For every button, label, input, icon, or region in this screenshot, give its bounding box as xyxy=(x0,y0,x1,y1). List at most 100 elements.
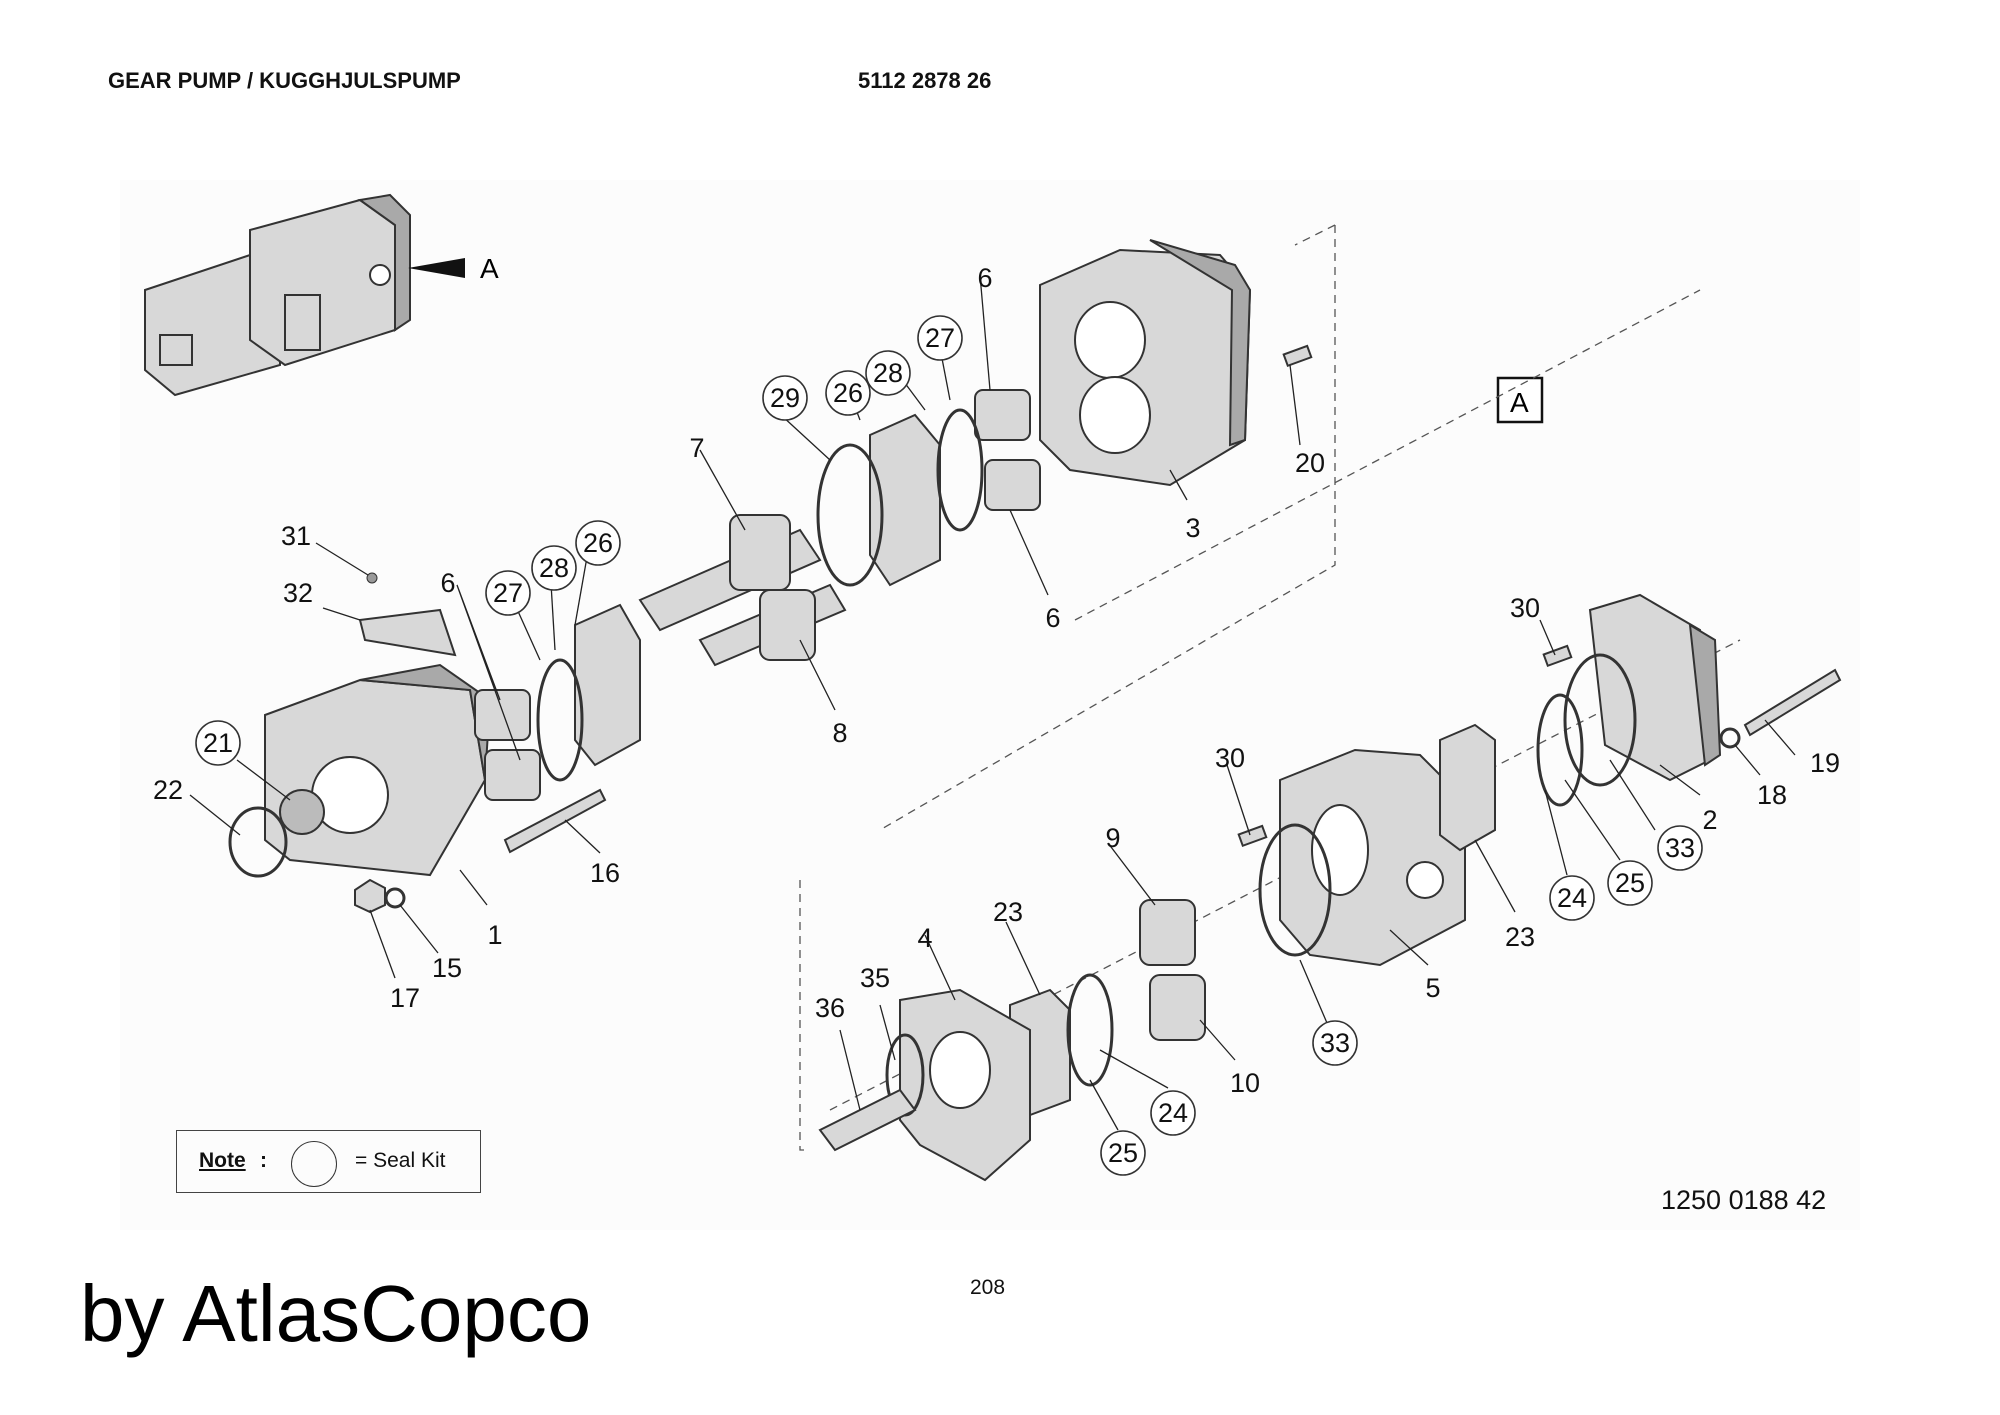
assembly-guide-top xyxy=(1294,224,1336,246)
seal-ring-24-25-upper xyxy=(1536,693,1584,807)
callout-number: 26 xyxy=(583,528,613,558)
callout-number: 1 xyxy=(487,920,502,950)
view-a-box xyxy=(1496,376,1544,424)
flange-housing xyxy=(264,663,492,877)
part-callout: 30 xyxy=(1215,743,1245,773)
seal-kit-circle-icon xyxy=(1607,860,1653,906)
dowel-pin-rear xyxy=(1542,644,1573,668)
part-callout: 18 xyxy=(1757,780,1787,810)
callout-number: 26 xyxy=(833,378,863,408)
part-callout: 10 xyxy=(1230,1068,1260,1098)
rear-cover xyxy=(1588,593,1722,782)
part-callout: 16 xyxy=(590,858,620,888)
washer xyxy=(384,887,406,909)
page-title: GEAR PUMP / KUGGHJULSPUMP xyxy=(108,68,461,93)
part-callout: 8 xyxy=(832,718,847,748)
callout-number: 6 xyxy=(440,568,455,598)
part-number: 5112 2878 26 xyxy=(858,68,992,93)
callout-number: 29 xyxy=(770,383,800,413)
seal-kit-callout: 27 xyxy=(485,570,531,616)
rivet xyxy=(366,572,378,584)
part-callout: 23 xyxy=(993,897,1023,927)
callout-number: 6 xyxy=(1045,603,1060,633)
callout-number: 10 xyxy=(1230,1068,1260,1098)
seal-kit-circle-icon xyxy=(1657,825,1703,871)
callout-number: 33 xyxy=(1320,1028,1350,1058)
part-callout: 9 xyxy=(1105,823,1120,853)
seal-ring-33-lower xyxy=(1258,823,1332,957)
bolt xyxy=(1743,668,1842,737)
part-callout: 20 xyxy=(1295,448,1325,478)
front-cover xyxy=(899,988,1031,1182)
seal-kit-callout: 26 xyxy=(575,520,621,566)
wear-plate-upper xyxy=(574,603,641,767)
callout-number: 30 xyxy=(1215,743,1245,773)
part-callout: 23 xyxy=(1505,922,1535,952)
callout-number: 7 xyxy=(689,433,704,463)
callout-number: 22 xyxy=(153,775,183,805)
part-callout: 35 xyxy=(860,963,890,993)
callout-number: 23 xyxy=(993,897,1023,927)
seal-kit-callout: 24 xyxy=(1549,875,1595,921)
part-callout: 1 xyxy=(487,920,502,950)
stud xyxy=(503,788,607,854)
callout-number: 36 xyxy=(815,993,845,1023)
callout-number: 5 xyxy=(1425,973,1440,1003)
bolt-washer xyxy=(1719,727,1741,749)
seal-kit-circle-icon xyxy=(1100,1130,1146,1176)
pump-body-rear xyxy=(1279,748,1466,967)
part-callout: 2 xyxy=(1702,805,1717,835)
seal-kit-circle-icon xyxy=(1312,1020,1358,1066)
gears-lower xyxy=(1139,899,1206,1041)
callout-number: 19 xyxy=(1810,748,1840,778)
seal-kit-circle-icon xyxy=(291,1141,337,1187)
part-callout: 32 xyxy=(283,578,313,608)
seal-ring-upper xyxy=(536,658,584,782)
part-callout: 3 xyxy=(1185,513,1200,543)
callout-number: 9 xyxy=(1105,823,1120,853)
seal-kit-callout: 26 xyxy=(825,370,871,416)
callout-number: 33 xyxy=(1665,833,1695,863)
assembled-pump-thumbnail xyxy=(144,193,411,397)
part-callout: 30 xyxy=(1510,593,1540,623)
seal-kit-circle-icon xyxy=(825,370,871,416)
part-callout: 36 xyxy=(815,993,845,1023)
seal-kit-callout: 29 xyxy=(762,375,808,421)
callout-number: 17 xyxy=(390,983,420,1013)
part-callout: 5 xyxy=(1425,973,1440,1003)
seal-ring-33-upper xyxy=(1563,653,1637,787)
callout-number: 27 xyxy=(925,323,955,353)
callout-number: 23 xyxy=(1505,922,1535,952)
assembly-guide-lower xyxy=(799,880,810,1151)
seal-kit-callout: 28 xyxy=(865,350,911,396)
part-callout: 31 xyxy=(281,521,311,551)
seal-kit-callout: 33 xyxy=(1312,1020,1358,1066)
callout-number: 28 xyxy=(873,358,903,388)
callout-number: 31 xyxy=(281,521,311,551)
seal-kit-circle-icon xyxy=(1549,875,1595,921)
callout-number: 25 xyxy=(1615,868,1645,898)
part-callout: 15 xyxy=(432,953,462,983)
drawing-number: 1250 0188 42 xyxy=(1661,1185,1827,1215)
wear-plate-lower-right xyxy=(1439,723,1496,852)
part-callout: 19 xyxy=(1810,748,1840,778)
seal-ring-24-25-lower xyxy=(1066,973,1114,1087)
callout-number: 15 xyxy=(432,953,462,983)
page-number: 208 xyxy=(970,1276,1006,1299)
callout-number: 18 xyxy=(1757,780,1787,810)
callout-number: 35 xyxy=(860,963,890,993)
pump-body-front xyxy=(1039,239,1252,487)
callout-number: 6 xyxy=(977,263,992,293)
note-label: Note xyxy=(199,1149,246,1172)
part-callout: 17 xyxy=(390,983,420,1013)
part-callout: 22 xyxy=(153,775,183,805)
part-callout: 6 xyxy=(440,568,455,598)
seal-kit-callout: 25 xyxy=(1100,1130,1146,1176)
seal-kit-callout: 24 xyxy=(1150,1090,1196,1136)
callout-number: 30 xyxy=(1510,593,1540,623)
callout-number: 4 xyxy=(917,923,932,953)
note-text: = Seal Kit xyxy=(355,1149,446,1172)
seal-kit-circle-icon xyxy=(485,570,531,616)
part-callout: 6 xyxy=(977,263,992,293)
